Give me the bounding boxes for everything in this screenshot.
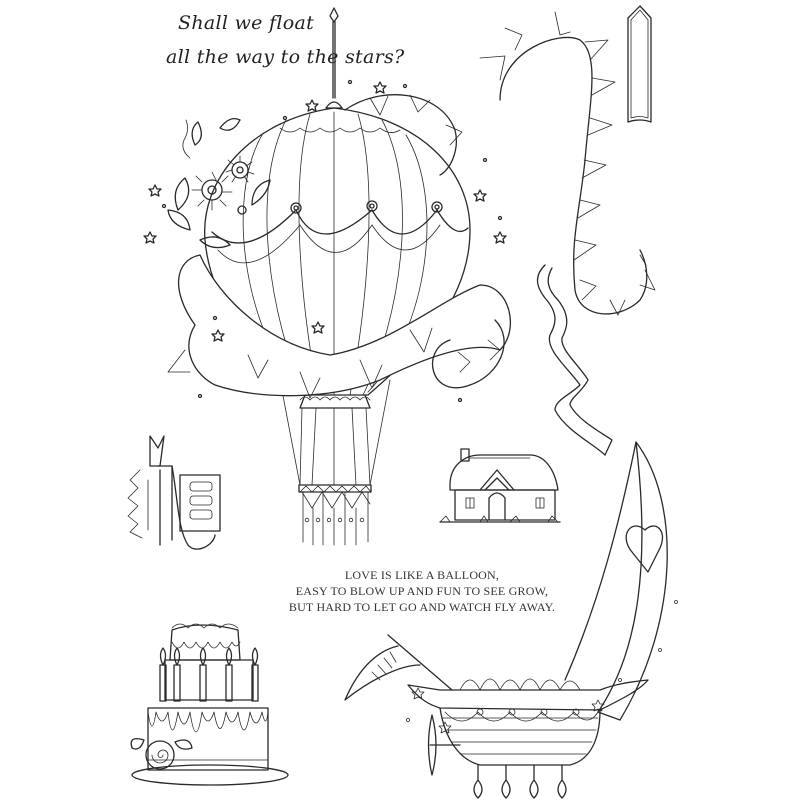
stars-decoration (143, 79, 507, 403)
ribbon-streamer (536, 264, 613, 456)
airship-boat (344, 441, 678, 799)
cottage (439, 448, 561, 523)
pennant-banner (627, 5, 652, 123)
hot-air-balloon (143, 7, 512, 546)
script-sentiment-line-2: all the way to the stars? (166, 46, 405, 68)
quote-line-1: LOVE IS LIKE A BALLOON, (344, 568, 500, 582)
sunflower-bouquet (167, 117, 271, 249)
flower-ribbon-tag (127, 435, 221, 550)
script-sentiment-line-1: Shall we float (178, 12, 315, 34)
birthday-cake (130, 623, 289, 786)
quote-sentiment: LOVE IS LIKE A BALLOON, EASY TO BLOW UP … (262, 567, 582, 615)
bunting-frame-top-right (479, 11, 656, 316)
quote-line-2: EASY TO BLOW UP AND FUN TO SEE GROW, (295, 584, 549, 598)
quote-line-3: BUT HARD TO LET GO AND WATCH FLY AWAY. (288, 600, 556, 614)
